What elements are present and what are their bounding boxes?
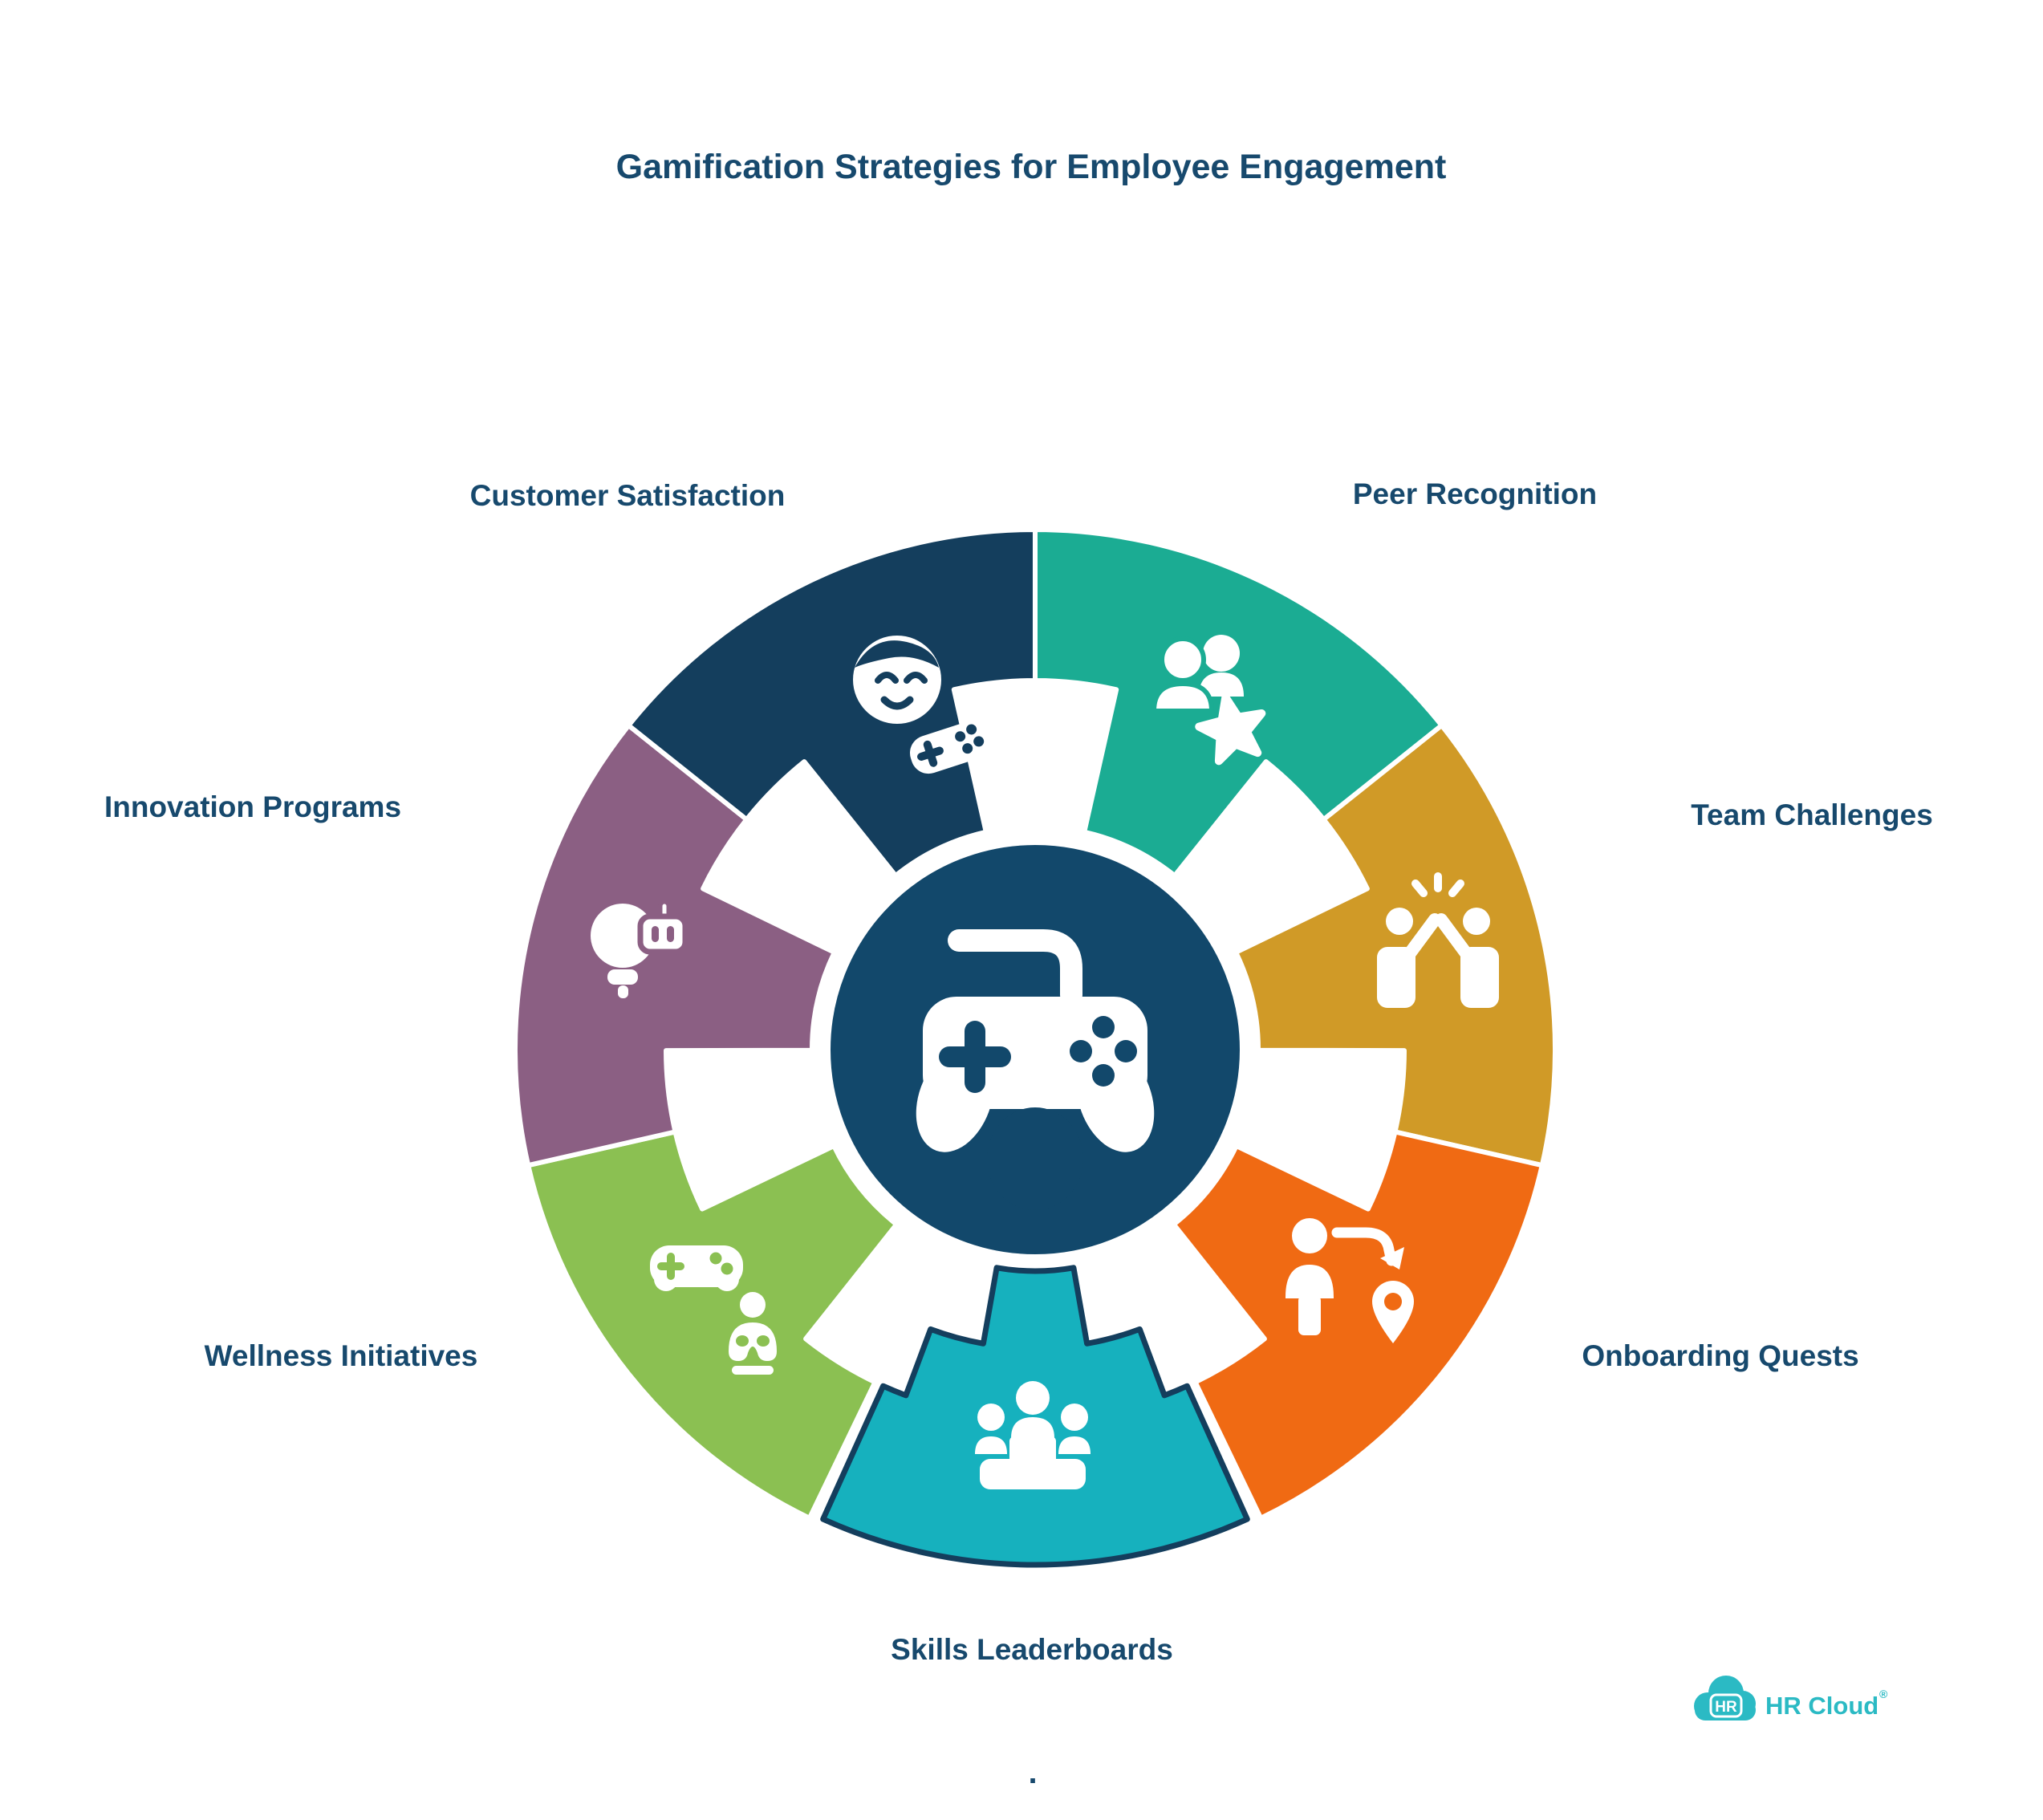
segment-label-onboarding-quests: Onboarding Quests (1582, 1339, 1858, 1372)
hr-cloud-badge-text: HR (1715, 1699, 1737, 1716)
page-title: Gamification Strategies for Employee Eng… (616, 148, 1447, 186)
segment-label-skills-leaderboards: Skills Leaderboards (891, 1633, 1173, 1666)
hr-cloud-brand-text: HR Cloud (1765, 1692, 1879, 1720)
customer-satisfaction-segment (626, 527, 1038, 879)
hr-cloud-icon (1694, 1676, 1756, 1720)
registered-trademark: ® (1879, 1688, 1888, 1700)
team-challenges-segment (1233, 723, 1558, 1168)
lightbulb-robot-icon (591, 900, 688, 998)
skills-leaderboards-segment (820, 1265, 1250, 1568)
high-five-icon (1377, 872, 1499, 1008)
smiling-face-gamepad-icon (853, 636, 997, 774)
segment-label-wellness-initiatives: Wellness Initiatives (205, 1339, 478, 1372)
people-star-icon (1151, 635, 1266, 766)
person-location-pin-icon (1286, 1218, 1414, 1343)
podium-people-icon (975, 1381, 1091, 1489)
wellness-initiatives-segment (526, 1129, 900, 1521)
onboarding-quests-segment (1171, 1129, 1545, 1521)
segment-label-customer-satisfaction: Customer Satisfaction (470, 479, 786, 512)
segment-label-team-challenges: Team Challenges (1691, 798, 1933, 831)
hr-cloud-logo: HR HR Cloud ® (1694, 1676, 1888, 1720)
gamepad-meditation-icon (650, 1245, 777, 1375)
strategy-wheel (512, 527, 1558, 1568)
footer-dot: . (1028, 1755, 1037, 1790)
segment-label-peer-recognition: Peer Recognition (1353, 477, 1597, 510)
game-controller-icon (916, 929, 1155, 1210)
segment-label-innovation-programs: Innovation Programs (104, 790, 401, 823)
